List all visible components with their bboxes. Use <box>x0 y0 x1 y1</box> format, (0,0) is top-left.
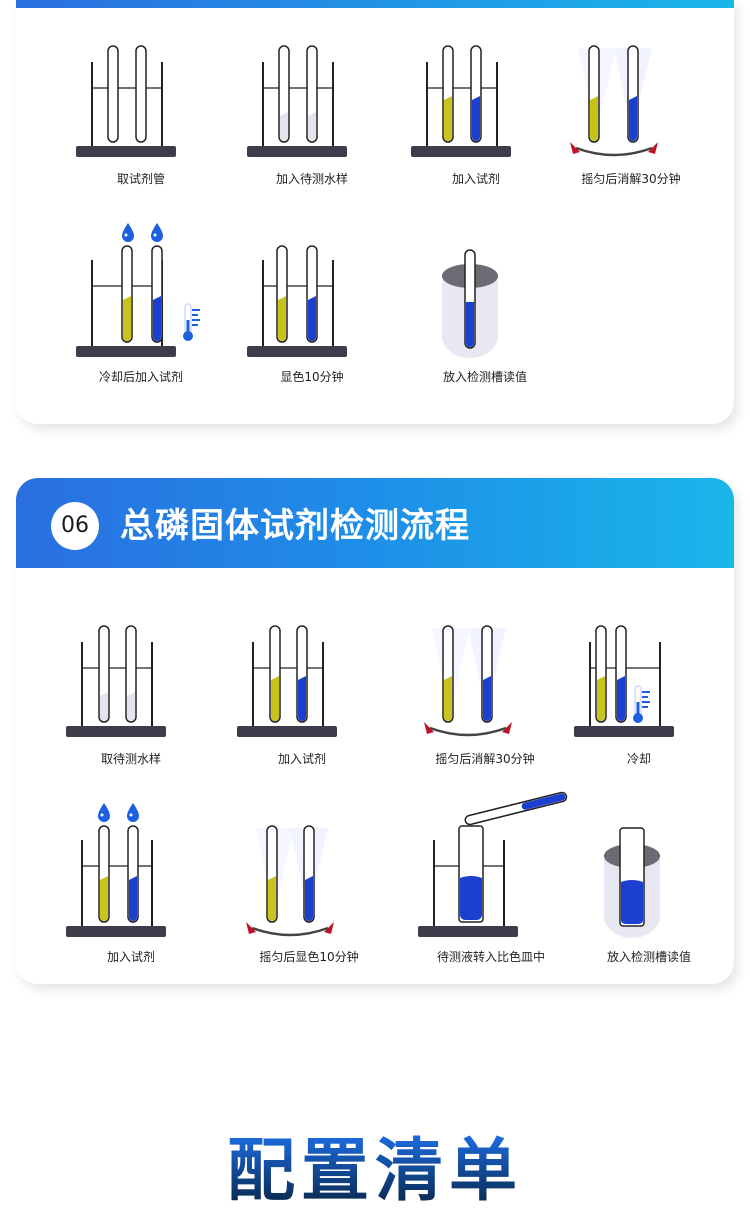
shaking-tubes-icon <box>244 825 336 937</box>
tube-rack-icon <box>66 803 166 937</box>
tube-rack-thermo-icon <box>76 223 201 357</box>
step-cool: 冷却 <box>564 620 714 790</box>
step-label: 摇匀后消解30分钟 <box>435 752 535 766</box>
step-place-detection-slot: 放入检测槽读值 <box>574 798 724 968</box>
process-card-1: 取试剂管 加入待测水样 加入试剂 <box>16 0 734 424</box>
step-shake-color: 摇匀后显色10分钟 <box>234 798 384 968</box>
shaking-tubes-icon <box>568 45 660 157</box>
step-label: 取待测水样 <box>100 752 161 766</box>
step-transfer-cuvette: 待测液转入比色皿中 <box>404 790 568 964</box>
step-label: 冷却 <box>626 752 651 766</box>
step-color-develop: 显色10分钟 <box>237 218 387 388</box>
section-number-badge: 06 <box>51 502 99 550</box>
step-take-reagent-tube: 取试剂管 <box>66 40 216 210</box>
tube-rack-icon <box>76 45 176 157</box>
tube-rack-icon <box>247 245 347 357</box>
step-label: 加入试剂 <box>106 950 155 964</box>
detection-slot-icon <box>442 249 498 358</box>
shaking-tubes-icon <box>422 625 514 737</box>
step-label: 摇匀后显色10分钟 <box>259 950 359 964</box>
step-add-reagent: 加入试剂 <box>227 620 377 790</box>
config-list-title: 配置清单 <box>0 1132 750 1212</box>
step-shake-digest: 摇匀后消解30分钟 <box>556 40 706 210</box>
step-label: 摇匀后消解30分钟 <box>581 172 681 186</box>
section-header: 06 总磷固体试剂检测流程 <box>16 478 734 568</box>
step-add-reagent-2: 加入试剂 <box>56 798 206 968</box>
step-take-water-sample: 取待测水样 <box>56 620 206 790</box>
step-label: 取试剂管 <box>116 172 165 186</box>
tube-rack-icon <box>237 625 337 737</box>
cuvette-transfer-icon <box>418 791 568 937</box>
step-label: 加入试剂 <box>277 752 326 766</box>
step-label: 待测液转入比色皿中 <box>436 950 545 964</box>
tube-rack-icon <box>66 625 166 737</box>
tube-rack-icon <box>247 45 347 157</box>
step-add-water-sample: 加入待测水样 <box>237 40 387 210</box>
step-shake-digest: 摇匀后消解30分钟 <box>410 620 560 790</box>
section-title: 总磷固体试剂检测流程 <box>120 506 470 546</box>
tube-rack-thermo-icon <box>574 625 674 737</box>
step-label: 放入检测槽读值 <box>606 950 691 964</box>
step-label: 放入检测槽读值 <box>442 370 527 384</box>
step-cool-add-reagent: 冷却后加入试剂 <box>66 218 216 388</box>
detection-slot-icon <box>604 827 660 938</box>
step-label: 显色10分钟 <box>280 370 344 384</box>
card-top-bar <box>16 0 734 8</box>
tube-rack-icon <box>411 45 511 157</box>
step-place-detection-slot: 放入检测槽读值 <box>410 218 560 388</box>
step-label: 加入试剂 <box>451 172 500 186</box>
step-label: 加入待测水样 <box>275 172 348 186</box>
step-add-reagent: 加入试剂 <box>401 40 551 210</box>
step-label: 冷却后加入试剂 <box>98 370 183 384</box>
process-card-2: 06 总磷固体试剂检测流程 取待测水样 加入试剂 <box>16 478 734 984</box>
